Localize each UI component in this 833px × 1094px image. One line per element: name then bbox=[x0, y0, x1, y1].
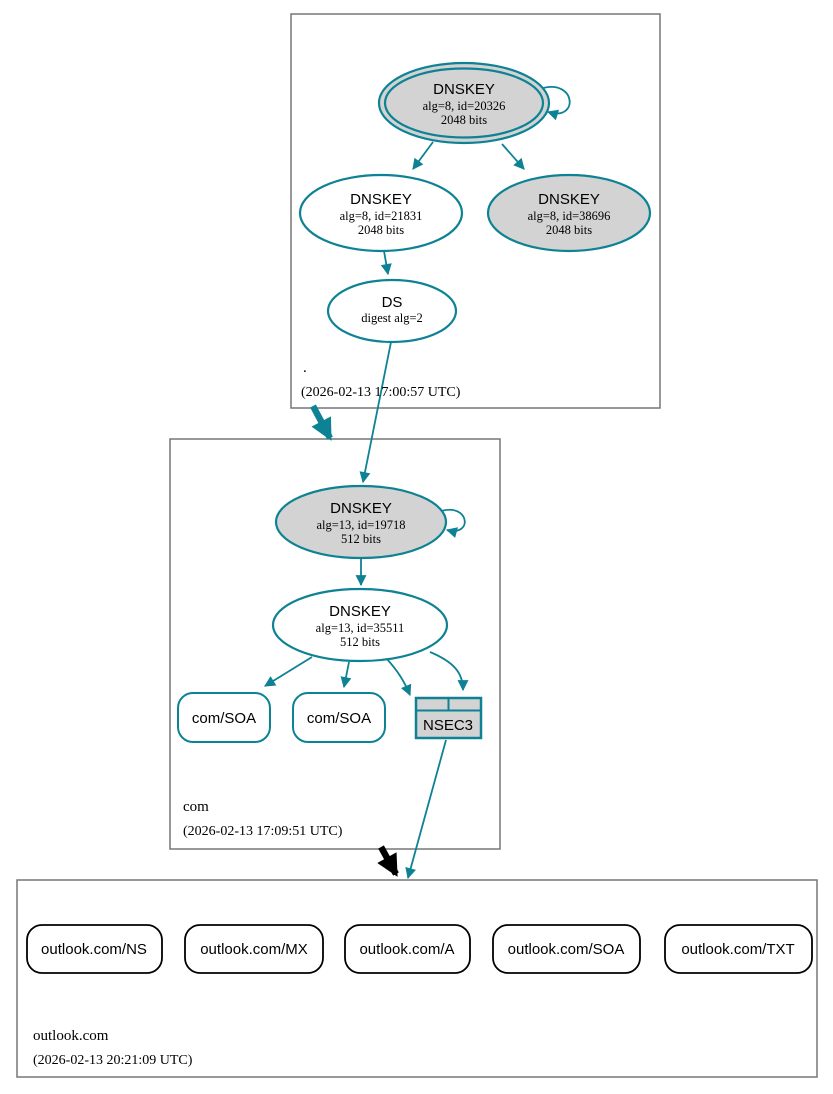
node-outlook-a[interactable]: outlook.com/A bbox=[344, 924, 471, 974]
node-dnskey-21831[interactable]: DNSKEY alg=8, id=21831 2048 bits bbox=[298, 173, 464, 253]
com-soa-1-rect bbox=[177, 692, 271, 743]
zone-label-root: . bbox=[303, 360, 307, 376]
ds-title: DS bbox=[382, 294, 403, 311]
dnskey-20326-title: DNSKEY bbox=[433, 81, 495, 98]
edge-root-zsk-to-ds bbox=[380, 250, 392, 276]
outlook-soa-rect bbox=[492, 924, 641, 974]
outlook-ns-rect bbox=[26, 924, 163, 974]
dnskey-35511-ellipse bbox=[271, 587, 449, 663]
ds-ellipse bbox=[326, 278, 458, 344]
dnskey-38696-ellipse bbox=[486, 173, 652, 253]
node-outlook-mx[interactable]: outlook.com/MX bbox=[184, 924, 324, 974]
edge-root-ksk-to-zsk bbox=[412, 141, 434, 170]
zone-timestamp-root: (2026-02-13 17:00:57 UTC) bbox=[301, 385, 461, 400]
node-ds-root[interactable]: DS digest alg=2 bbox=[326, 278, 458, 344]
edge-root-zone-to-com-zone bbox=[310, 404, 333, 441]
com-soa-2-label: com/SOA bbox=[307, 710, 371, 727]
nsec3-label: NSEC3 bbox=[423, 717, 473, 734]
outlook-a-rect bbox=[344, 924, 471, 974]
zone-timestamp-outlook: (2026-02-13 20:21:09 UTC) bbox=[33, 1053, 193, 1068]
node-dnskey-38696[interactable]: DNSKEY alg=8, id=38696 2048 bits bbox=[486, 173, 652, 253]
dnskey-21831-ellipse bbox=[298, 173, 464, 253]
dnskey-21831-bits: 2048 bits bbox=[358, 223, 404, 237]
dnskey-35511-bits: 512 bits bbox=[340, 635, 380, 649]
outlook-soa-label: outlook.com/SOA bbox=[508, 941, 625, 958]
dnskey-20326-alg: alg=8, id=20326 bbox=[423, 99, 506, 113]
dnskey-19718-title: DNSKEY bbox=[330, 500, 392, 517]
dnskey-19718-bits: 512 bits bbox=[341, 532, 381, 546]
node-com-soa-1[interactable]: com/SOA bbox=[177, 692, 271, 743]
dnskey-38696-bits: 2048 bits bbox=[546, 223, 592, 237]
dnskey-38696-alg: alg=8, id=38696 bbox=[528, 209, 611, 223]
edge-com-ksk-selfsign bbox=[440, 508, 466, 538]
com-soa-2-rect bbox=[292, 692, 386, 743]
edge-nsec3-to-outlook-zone bbox=[405, 739, 447, 880]
node-com-soa-2[interactable]: com/SOA bbox=[292, 692, 386, 743]
zone-label-com: com bbox=[183, 799, 209, 815]
edge-com-zsk-to-soa1 bbox=[264, 656, 313, 687]
node-dnskey-35511[interactable]: DNSKEY alg=13, id=35511 512 bits bbox=[271, 587, 449, 663]
edge-com-zsk-to-soa2 bbox=[340, 661, 352, 689]
dnskey-20326-bits: 2048 bits bbox=[441, 113, 487, 127]
dnskey-21831-alg: alg=8, id=21831 bbox=[340, 209, 423, 223]
node-dnskey-19718[interactable]: DNSKEY alg=13, id=19718 512 bits bbox=[274, 484, 448, 560]
edge-root-ksk-selfsign bbox=[539, 86, 571, 121]
com-soa-1-label: com/SOA bbox=[192, 710, 256, 727]
node-outlook-ns[interactable]: outlook.com/NS bbox=[26, 924, 163, 974]
edge-com-zone-to-outlook-zone bbox=[377, 845, 399, 877]
dnskey-19718-alg: alg=13, id=19718 bbox=[316, 518, 405, 532]
dnskey-38696-title: DNSKEY bbox=[538, 191, 600, 208]
dnskey-21831-title: DNSKEY bbox=[350, 191, 412, 208]
outlook-ns-label: outlook.com/NS bbox=[41, 941, 147, 958]
ds-digest: digest alg=2 bbox=[361, 311, 423, 325]
node-outlook-soa[interactable]: outlook.com/SOA bbox=[492, 924, 641, 974]
zone-box-com bbox=[169, 438, 501, 850]
edge-com-zsk-to-nsec3-left bbox=[385, 657, 412, 697]
outlook-mx-label: outlook.com/MX bbox=[200, 941, 308, 958]
edge-root-ksk-to-key3 bbox=[501, 143, 525, 170]
node-dnskey-20326[interactable]: DNSKEY alg=8, id=20326 2048 bits bbox=[377, 61, 551, 145]
edge-ds-to-com-ksk bbox=[359, 341, 392, 484]
dnskey-19718-ellipse bbox=[274, 484, 448, 560]
zone-timestamp-com: (2026-02-13 17:09:51 UTC) bbox=[183, 824, 343, 839]
dnskey-35511-alg: alg=13, id=35511 bbox=[316, 621, 405, 635]
zone-box-root bbox=[290, 13, 661, 409]
zone-box-outlook bbox=[16, 879, 818, 1078]
outlook-txt-label: outlook.com/TXT bbox=[681, 941, 794, 958]
edge-com-zsk-to-nsec3-top bbox=[429, 651, 469, 692]
dnskey-20326-inner-ellipse bbox=[383, 67, 545, 139]
zone-label-outlook: outlook.com bbox=[33, 1028, 109, 1044]
outlook-txt-rect bbox=[664, 924, 813, 974]
outlook-a-label: outlook.com/A bbox=[359, 941, 454, 958]
node-outlook-txt[interactable]: outlook.com/TXT bbox=[664, 924, 813, 974]
outlook-mx-rect bbox=[184, 924, 324, 974]
dnskey-35511-title: DNSKEY bbox=[329, 603, 391, 620]
node-nsec3[interactable]: NSEC3 bbox=[414, 696, 483, 740]
